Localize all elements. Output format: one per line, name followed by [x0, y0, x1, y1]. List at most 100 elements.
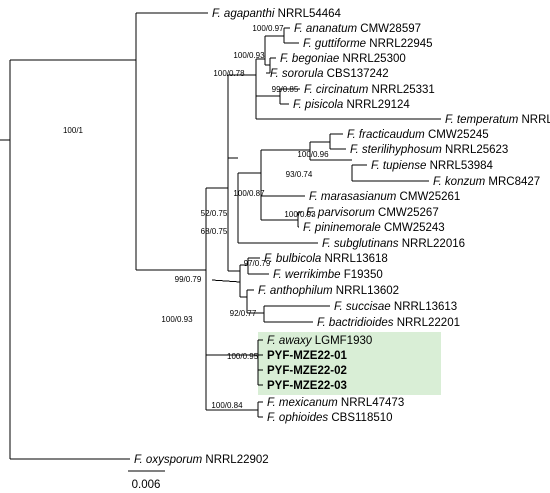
tip-label-guttiforme: F. guttiforme NRRL22945	[303, 38, 433, 50]
support-value-n_tk: 93/0.74	[286, 170, 313, 179]
support-value-n_root: 100/1	[63, 126, 84, 135]
strain-id: CMW25245	[425, 129, 489, 141]
tip-label-pininemorale: F. pininemorale CMW25243	[303, 222, 445, 234]
tree-branches	[0, 12, 441, 460]
support-value-n_A: 100/0.78	[213, 69, 245, 78]
support-leader-n_D	[211, 279, 241, 283]
strain-id: NRRL22201	[394, 317, 460, 329]
scale-bar: 0.006	[128, 470, 165, 491]
support-value-n_sb: 92/0.77	[230, 309, 257, 318]
species-name: F. begoniae	[280, 53, 339, 65]
species-name: F. werrikimbe	[273, 269, 341, 281]
species-name: F. agapanthi	[212, 8, 275, 20]
strain-id: NRRL13602	[333, 285, 399, 297]
species-name: F. pisicola	[293, 99, 343, 111]
strain-id: NRRL25331	[368, 84, 434, 96]
strain-id: NRRL25622	[518, 114, 550, 126]
strain-id: PYF-MZE22-02	[267, 365, 347, 377]
support-value-n_pp: 100/0.93	[284, 210, 316, 219]
tip-label-oxysporum: F. oxysporum NRRL22902	[134, 454, 269, 466]
highlight-box	[258, 332, 441, 395]
species-name: F. ophioides	[267, 412, 328, 424]
tip-label-parvisorum: F. parvisorum CMW25267	[306, 207, 439, 219]
species-name: F. pininemorale	[303, 222, 381, 234]
species-name: F. anthophilum	[258, 285, 333, 297]
species-name: F. temperatum	[445, 114, 519, 126]
tip-label-pyf02: PYF-MZE22-02	[267, 365, 347, 377]
species-name: F. guttiforme	[303, 38, 366, 50]
support-value-n_circ: 99/0.85	[272, 85, 299, 94]
tip-label-pyf03: PYF-MZE22-03	[267, 380, 347, 392]
tip-label-circinatum: F. circinatum NRRL25331	[304, 84, 435, 96]
strain-id: MRC8427	[485, 176, 540, 188]
species-name: F. tupiense	[371, 160, 426, 172]
species-name: F. fracticaudum	[347, 129, 425, 141]
tip-label-tupiense: F. tupiense NRRL53984	[371, 160, 494, 172]
species-name: F. ananatum	[294, 23, 358, 35]
species-name: F. awaxy	[267, 335, 313, 347]
tip-label-subglutinans: F. subglutinans NRRL22016	[322, 238, 465, 250]
species-name: F. circinatum	[304, 84, 369, 96]
strain-id: PYF-MZE22-01	[267, 350, 347, 362]
species-name: F. sterilihyphosum	[350, 144, 442, 156]
tip-label-awaxy: F. awaxy LGMF1930	[267, 335, 372, 347]
strain-id: NRRL13613	[391, 301, 457, 313]
tip-label-pisicola: F. pisicola NRRL29124	[293, 99, 410, 111]
species-name: F. mexicanum	[267, 397, 338, 409]
tip-label-ophioides: F. ophioides CBS118510	[267, 412, 393, 424]
strain-id: NRRL54464	[274, 8, 341, 20]
tip-label-werrikimbe: F. werrikimbe F19350	[273, 269, 383, 281]
tip-label-ananatum: F. ananatum CMW28597	[294, 23, 421, 35]
tip-label-konzum: F. konzum MRC8427	[433, 176, 540, 188]
tip-label-agapanthi: F. agapanthi NRRL54464	[212, 8, 342, 20]
species-name: F. sororula	[270, 68, 323, 80]
strain-id: LGMF1930	[312, 335, 373, 347]
species-name: F. bulbicola	[264, 253, 321, 265]
strain-id: CBS137242	[323, 68, 388, 80]
tip-label-bactridioides: F. bactridioides NRRL22201	[317, 317, 460, 329]
tip-labels: F. agapanthi NRRL54464 F. ananatum CMW285…	[134, 8, 550, 466]
tip-label-anthophilum: F. anthophilum NRRL13602	[258, 285, 399, 297]
support-value-n_bw: 97/0.79	[244, 259, 271, 268]
support-value-n_E: 100/0.93	[161, 315, 193, 324]
scale-bar-label: 0.006	[132, 479, 161, 491]
tip-label-begoniae: F. begoniae NRRL25300	[280, 53, 406, 65]
support-value-n_beg: 100/0.93	[233, 51, 265, 60]
tip-label-fracticaudum: F. fracticaudum CMW25245	[347, 129, 489, 141]
strain-id: NRRL13618	[321, 253, 387, 265]
tip-label-temperatum: F. temperatum NRRL25622	[445, 114, 550, 126]
tip-label-bulbicola: F. bulbicola NRRL13618	[264, 253, 388, 265]
strain-id: F19350	[341, 269, 383, 281]
strain-id: NRRL25623	[442, 144, 508, 156]
support-values: 100/1 100/0.97 100/0.93 100/0.78 99/0.85 100/…	[63, 24, 329, 410]
strain-id: NRRL25300	[339, 53, 405, 65]
strain-id: NRRL53984	[426, 160, 493, 172]
strain-id: CMW28597	[357, 23, 421, 35]
strain-id: CMW25261	[396, 191, 460, 203]
species-name: F. marasasianum	[309, 191, 397, 203]
strain-id: NRRL29124	[343, 99, 410, 111]
species-name: F. bactridioides	[317, 317, 394, 329]
strain-id: NRRL22945	[366, 38, 432, 50]
support-value-n_mo: 100/0.84	[211, 401, 243, 410]
species-name: F. subglutinans	[322, 238, 399, 250]
strain-id: NRRL47473	[338, 397, 404, 409]
species-name: F. parvisorum	[306, 207, 375, 219]
tip-label-mexicanum: F. mexicanum NRRL47473	[267, 397, 404, 409]
species-name: F. succisae	[334, 301, 391, 313]
support-value-n_aw: 100/0.95	[227, 352, 259, 361]
support-value-n_Bp: 68/0.75	[201, 227, 228, 236]
tip-label-sterilihyphosum: F. sterilihyphosum NRRL25623	[350, 144, 508, 156]
tip-label-marasasianum: F. marasasianum CMW25261	[309, 191, 460, 203]
strain-id: NRRL22902	[202, 454, 268, 466]
tip-label-pyf01: PYF-MZE22-01	[267, 350, 347, 362]
strain-id: CBS118510	[328, 412, 392, 424]
strain-id: CMW25243	[381, 222, 445, 234]
tip-label-succisae: F. succisae NRRL13613	[334, 301, 457, 313]
strain-id: CMW25267	[375, 207, 439, 219]
species-name: F. konzum	[433, 176, 486, 188]
support-value-n_anan: 100/0.97	[252, 24, 284, 33]
support-value-n_B: 52/0.75	[201, 209, 228, 218]
tip-label-sororula: F. sororula CBS137242	[270, 68, 389, 80]
